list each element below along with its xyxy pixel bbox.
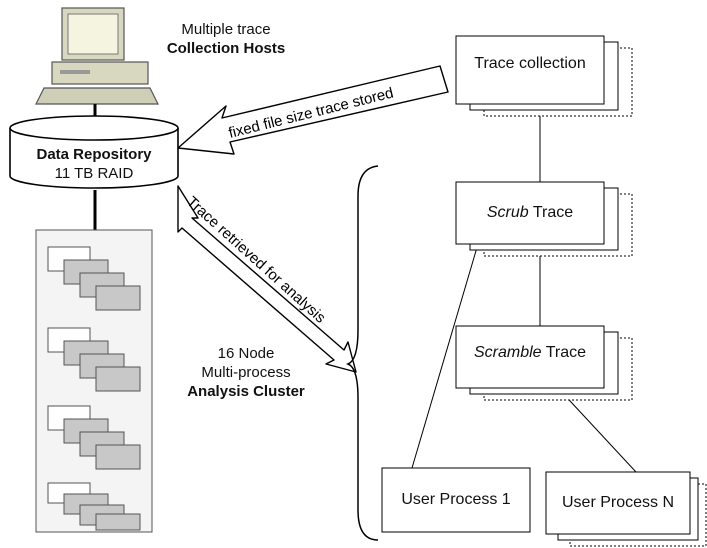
hosts-label: Multiple trace Collection Hosts [150, 20, 302, 58]
hosts-label-line1: Multiple trace [181, 21, 271, 38]
scramble-trace-label: Scramble Trace [473, 344, 587, 361]
arrow-stored [177, 65, 449, 155]
user-process-n-label: User Process N [561, 494, 675, 511]
box-user-1 [381, 467, 531, 533]
box-user-n [545, 471, 707, 547]
repository-label: Data Repository 11 TB RAID [10, 145, 178, 183]
scrub-trace-label: Scrub Trace [486, 204, 574, 221]
arrow-retrieved [177, 185, 357, 373]
connector-lines [411, 104, 637, 473]
hosts-label-line2: Collection Hosts [166, 40, 286, 57]
cluster-panel [35, 229, 153, 533]
repository-title: Data Repository [36, 146, 152, 163]
user-process-1-label: User Process 1 [401, 491, 511, 508]
database-icon [9, 115, 179, 230]
cluster-label: 16 Node Multi-process Analysis Cluster [176, 344, 316, 401]
box-trace-collection [455, 35, 633, 117]
cluster-label-line2: Multi-process [201, 364, 291, 381]
node-stack-3 [47, 405, 141, 470]
cluster-label-line3: Analysis Cluster [187, 383, 305, 400]
repository-subtitle: 11 TB RAID [54, 165, 134, 182]
arrow-retrieved-label: Trace retrieved for analysis [183, 193, 328, 326]
computer-icon [35, 7, 159, 118]
trace-collection-label: Trace collection [474, 55, 586, 72]
node-stack-1 [47, 246, 141, 311]
node-stack-4 [47, 482, 141, 531]
node-stack-2 [47, 327, 141, 392]
cluster-label-line1: 16 Node [217, 345, 275, 362]
box-scrub [455, 181, 633, 257]
curly-brace [345, 165, 379, 541]
box-scramble [455, 325, 633, 401]
